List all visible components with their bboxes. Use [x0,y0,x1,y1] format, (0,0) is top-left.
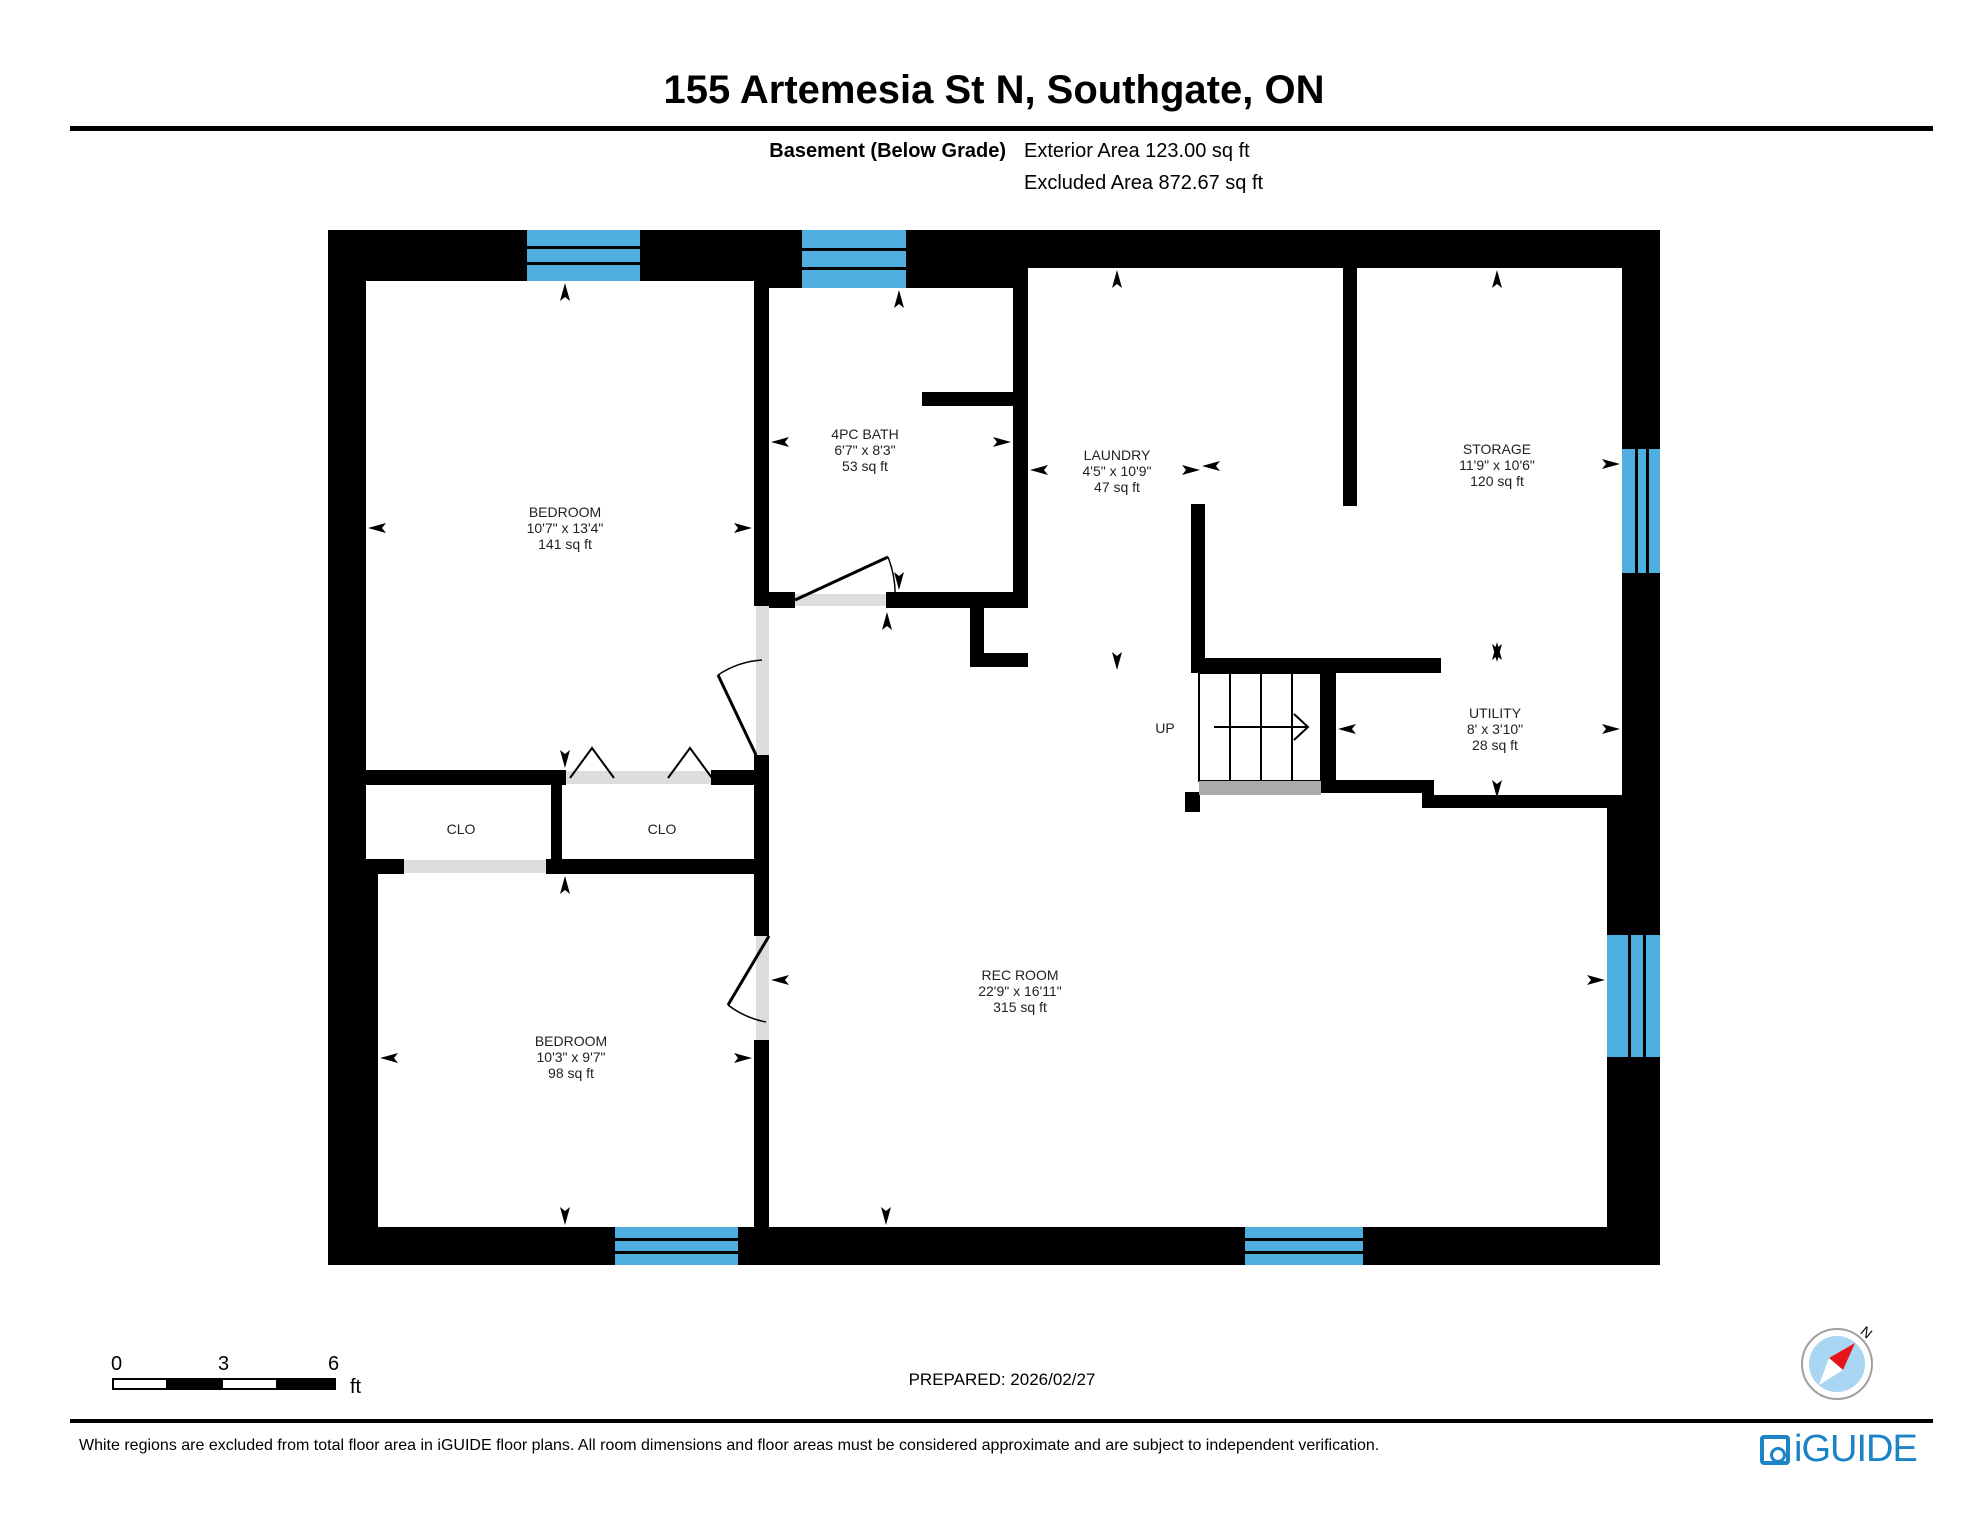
floor-label: Basement (Below Grade) [769,140,1006,162]
walls [328,230,1660,1265]
window-storage-right [1622,449,1660,573]
stairs [1198,672,1322,795]
svg-text:CLO: CLO [648,821,677,837]
svg-text:ft: ft [350,1376,362,1398]
room-storage: STORAGE 11'9" x 10'6" 120 sq ft [1459,441,1535,489]
room-closet-2: CLO [648,821,677,837]
windows [527,230,1660,1265]
page-title: 155 Artemesia St N, Southgate, ON [663,68,1325,112]
svg-text:10'7" x 13'4": 10'7" x 13'4" [527,520,604,536]
title-divider [70,126,1933,131]
room-rec-room: REC ROOM 22'9" x 16'11" 315 sq ft [978,967,1062,1015]
svg-text:120 sq ft: 120 sq ft [1470,473,1524,489]
svg-text:REC ROOM: REC ROOM [982,967,1059,983]
iguide-logo: iGUIDE [1760,1428,1918,1471]
svg-text:4PC BATH: 4PC BATH [831,426,898,442]
svg-text:28 sq ft: 28 sq ft [1472,737,1518,753]
doors [404,555,896,1040]
svg-text:3: 3 [218,1353,229,1375]
svg-text:11'9" x 10'6": 11'9" x 10'6" [1459,457,1535,473]
stairs-up-label: UP [1155,720,1174,736]
svg-text:LAUNDRY: LAUNDRY [1084,447,1151,463]
svg-text:4'5" x 10'9": 4'5" x 10'9" [1083,463,1152,479]
room-bedroom-2: BEDROOM 10'3" x 9'7" 98 sq ft [535,1033,607,1081]
compass-icon: N [1801,1323,1876,1400]
svg-text:98 sq ft: 98 sq ft [548,1065,594,1081]
svg-text:STORAGE: STORAGE [1463,441,1531,457]
svg-text:141 sq ft: 141 sq ft [538,536,592,552]
svg-text:BEDROOM: BEDROOM [535,1033,607,1049]
window-bath-top [802,230,906,288]
svg-text:CLO: CLO [447,821,476,837]
svg-text:53 sq ft: 53 sq ft [842,458,888,474]
dimension-arrows [368,270,1620,1225]
room-4pc-bath: 4PC BATH 6'7" x 8'3" 53 sq ft [831,426,898,474]
svg-text:47 sq ft: 47 sq ft [1094,479,1140,495]
window-rec-bottom [1245,1227,1363,1265]
exterior-area: Exterior Area 123.00 sq ft [1024,140,1250,162]
window-rec-right [1607,935,1660,1057]
svg-text:10'3" x 9'7": 10'3" x 9'7" [537,1049,606,1065]
room-closet-1: CLO [447,821,476,837]
prepared-date: PREPARED: 2026/02/27 [908,1370,1096,1389]
svg-text:315 sq ft: 315 sq ft [993,999,1047,1015]
room-bedroom-1: BEDROOM 10'7" x 13'4" 141 sq ft [527,504,604,552]
svg-text:BEDROOM: BEDROOM [529,504,601,520]
iguide-logo-text: iGUIDE [1794,1428,1918,1470]
svg-text:8' x 3'10": 8' x 3'10" [1467,721,1523,737]
disclaimer-text: White regions are excluded from total fl… [79,1437,1380,1454]
scale-bar: 0 3 6 ft [111,1353,362,1398]
svg-text:6'7" x 8'3": 6'7" x 8'3" [834,442,895,458]
room-utility: UTILITY 8' x 3'10" 28 sq ft [1467,705,1523,753]
window-bedroom2-bottom [615,1227,738,1265]
svg-text:6: 6 [328,1353,339,1375]
window-bedroom1-top [527,230,640,281]
room-laundry: LAUNDRY 4'5" x 10'9" 47 sq ft [1083,447,1152,495]
svg-text:0: 0 [111,1353,122,1375]
svg-text:22'9" x 16'11": 22'9" x 16'11" [978,983,1062,999]
iguide-logo-icon [1760,1434,1790,1465]
excluded-area: Excluded Area 872.67 sq ft [1024,172,1264,194]
footer-divider [70,1419,1933,1423]
svg-text:UTILITY: UTILITY [1469,705,1522,721]
